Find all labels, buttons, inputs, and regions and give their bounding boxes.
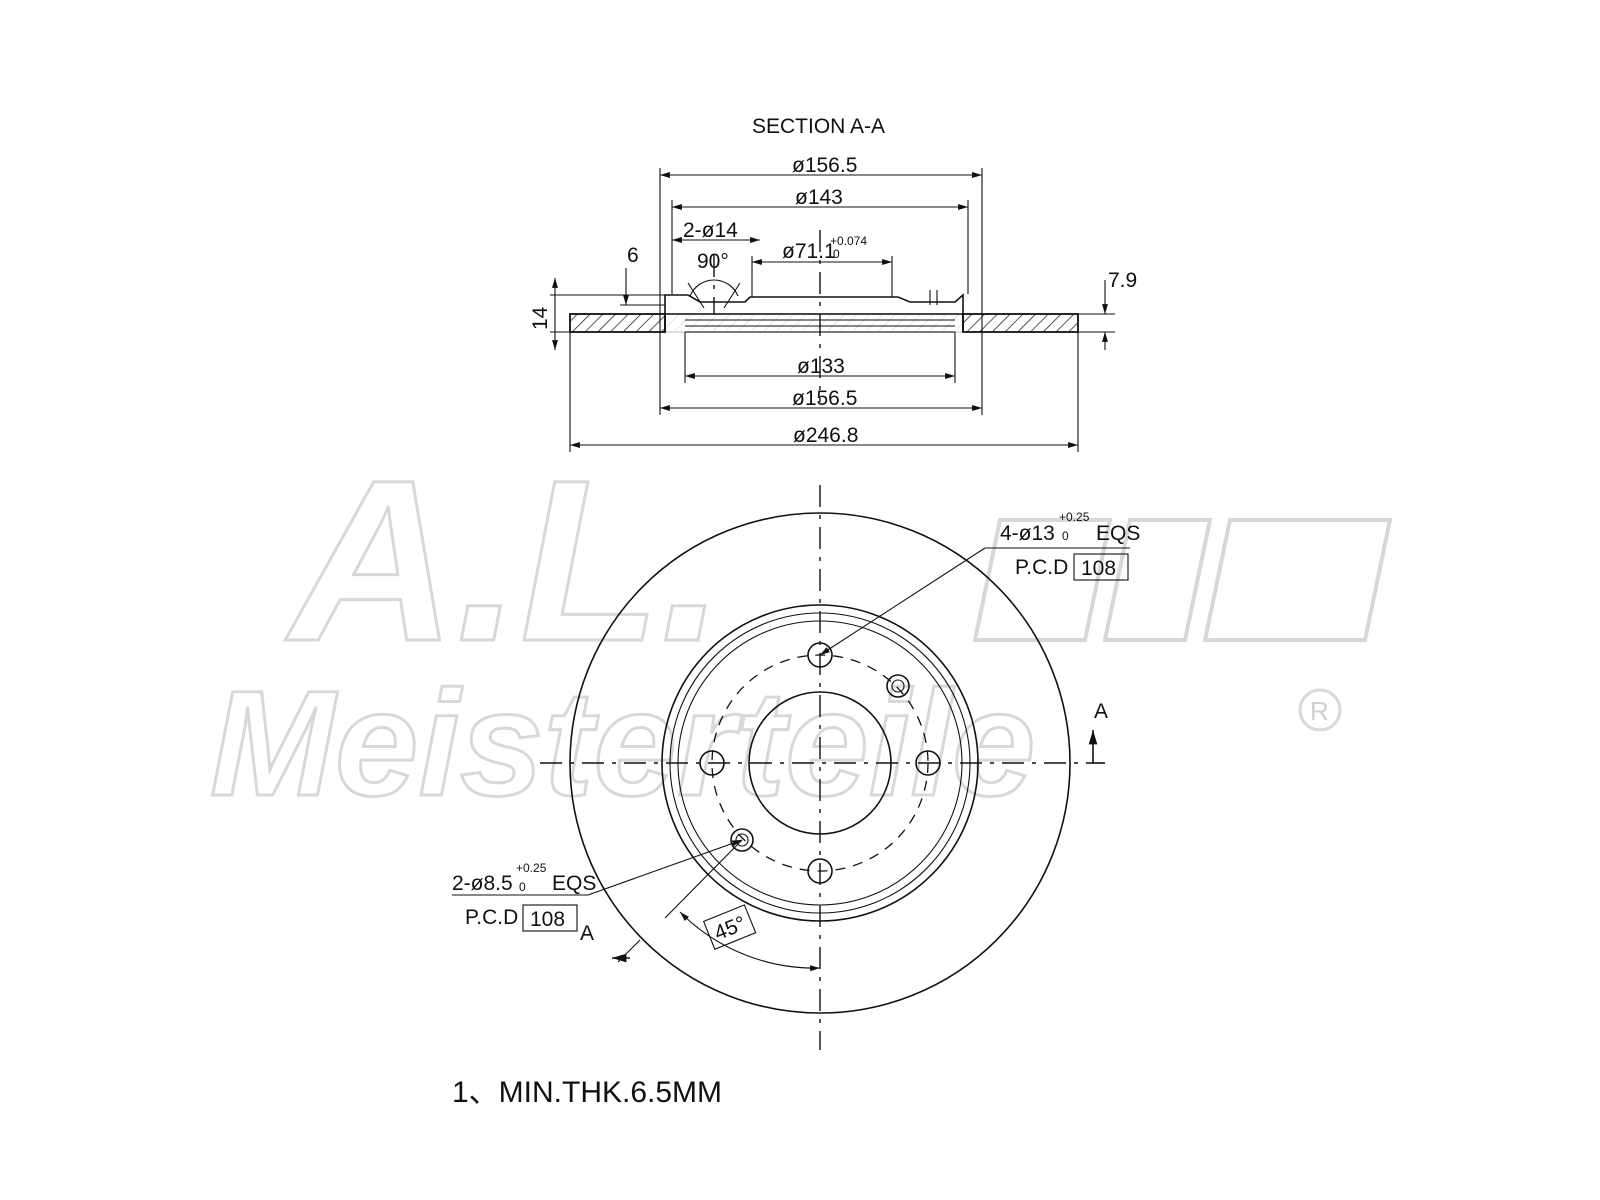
section-dimension-lines <box>552 172 1108 448</box>
pin-tol-lower: 0 <box>519 880 526 894</box>
angle-box: 45° <box>702 904 757 950</box>
dim-height-small: 6 <box>627 244 639 267</box>
watermark-brand-line1: A.L. <box>285 432 724 689</box>
pin-hole <box>730 828 754 852</box>
bolt-spec: 4-ø13 <box>1000 522 1055 545</box>
dim-bottom: ø156.5 <box>792 387 857 410</box>
bolt-suffix: EQS <box>1096 522 1140 545</box>
bolt-hole <box>807 642 833 668</box>
bolt-pcd-value: 108 <box>1081 557 1116 580</box>
dim-height-total: 14 <box>529 306 552 330</box>
bolt-pcd-label: P.C.D <box>1015 556 1068 579</box>
section-mark-right: A <box>1094 700 1108 723</box>
watermark-stripes <box>972 518 1393 642</box>
dim-hub: ø71.1 <box>782 240 836 263</box>
dim-hub-tol-lower: 0 <box>833 247 840 261</box>
section-title: SECTION A-A <box>752 115 885 138</box>
dim-thickness: 7.9 <box>1108 269 1137 292</box>
section-view: SECTION A-A <box>529 115 1137 452</box>
watermark: A.L. Meisterteile R <box>209 431 1393 829</box>
dim-top-inner: ø143 <box>795 186 843 209</box>
watermark-brand-line2: Meisterteile <box>210 659 1035 827</box>
bolt-tol-lower: 0 <box>1062 529 1069 543</box>
angle-arc <box>679 911 821 972</box>
plan-view: A A 45° 4-ø13 +0.25 0 EQS P.C.D 108 2-ø8… <box>452 485 1140 1050</box>
angle-label: 45° <box>711 912 749 945</box>
bolt-hole <box>807 858 833 884</box>
bolt-hole <box>699 750 725 776</box>
bolt-hole <box>915 750 941 776</box>
bolt-tol-upper: +0.25 <box>1059 510 1090 524</box>
pin-hole <box>886 674 910 698</box>
bolt-pcd-box <box>1073 553 1129 581</box>
section-mark-left: A <box>580 922 594 945</box>
bolt-holes <box>699 642 941 884</box>
dim-disc: ø246.8 <box>793 424 858 447</box>
dim-angle-90: 90° <box>697 250 729 273</box>
pin-pcd-label: P.C.D <box>465 906 518 929</box>
pin-suffix: EQS <box>552 872 596 895</box>
registered-mark-icon <box>1298 688 1342 732</box>
dim-holes: 2-ø14 <box>683 219 738 242</box>
dim-hub-tol-upper: +0.074 <box>830 234 867 248</box>
pin-tol-upper: +0.25 <box>516 861 547 875</box>
pin-pcd-value: 108 <box>530 908 565 931</box>
pin-hole-inner <box>891 679 905 693</box>
pin-pcd-box <box>522 904 578 932</box>
pin-leader <box>587 839 743 896</box>
dim-inner-bottom: ø133 <box>797 355 845 378</box>
pin-spec: 2-ø8.5 <box>452 872 513 895</box>
bolt-leader <box>819 547 986 656</box>
registered-mark: R <box>1310 696 1329 726</box>
dim-top-outer: ø156.5 <box>792 154 857 177</box>
min-thickness-note: 1、MIN.THK.6.5MM <box>452 1076 722 1109</box>
